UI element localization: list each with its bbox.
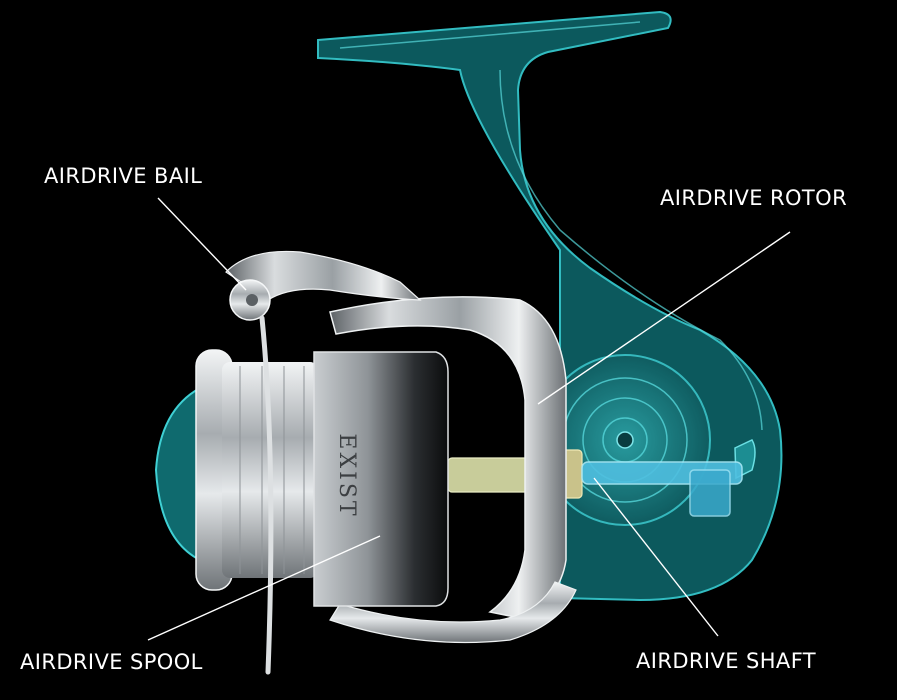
leader-bail	[157, 197, 247, 291]
rotor-lower-arm	[329, 581, 577, 644]
bail-roller-center	[246, 294, 258, 306]
spool-brand-text: EXIST	[334, 433, 359, 518]
gear-center	[616, 431, 634, 449]
spool-skirt	[313, 351, 449, 607]
leader-rotor	[537, 231, 791, 405]
bail-wire	[259, 315, 274, 675]
leader-spool	[147, 535, 381, 641]
leader-shaft	[593, 477, 719, 637]
reel-foot-inner-line	[339, 21, 763, 431]
label-airdrive-spool: AIRDRIVE SPOOL	[20, 650, 203, 674]
leader-lines	[147, 197, 791, 641]
label-airdrive-bail: AIRDRIVE BAIL	[44, 164, 203, 188]
bail	[225, 250, 422, 675]
rotor	[329, 296, 577, 644]
bail-arm	[225, 250, 422, 301]
shaft-rear-block	[689, 469, 731, 517]
spool: EXIST	[195, 349, 449, 607]
label-airdrive-rotor: AIRDRIVE ROTOR	[660, 186, 848, 210]
label-airdrive-shaft: AIRDRIVE SHAFT	[636, 649, 817, 673]
